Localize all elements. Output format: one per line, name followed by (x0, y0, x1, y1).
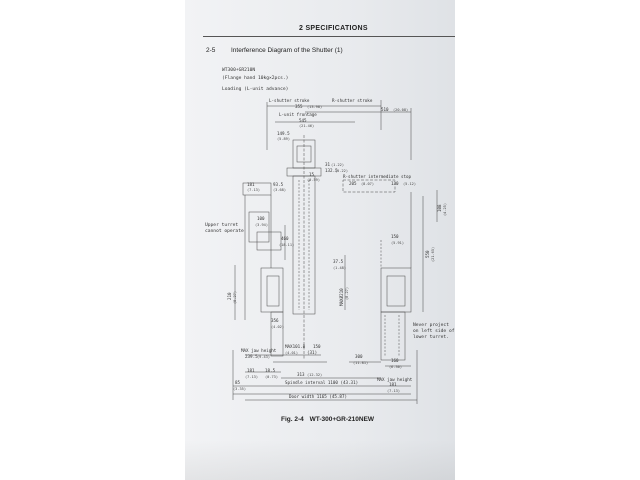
dim-130-in: (5.12) (403, 182, 416, 186)
note-never-3: lower turret. (413, 334, 449, 340)
dim-132-in: (5.22) (335, 169, 348, 173)
dim-93: 93.5 (273, 182, 284, 187)
dim-181c: 181 (389, 382, 397, 387)
dim-460-in: (18.11) (279, 243, 294, 247)
max-jaw-left: MAX jaw height (241, 348, 277, 353)
dim-210-in: (8.27) (233, 291, 237, 304)
dim-37: 37.5 (333, 259, 344, 264)
dim-210: 210 (227, 292, 232, 300)
dim-181b-in: (7.13) (245, 375, 258, 379)
max-jaw-right: MAX jaw height (377, 377, 413, 382)
dim-181: 181 (247, 182, 255, 187)
dim-239: 239.5 (245, 354, 258, 359)
dim-356-in: (4.02) (271, 325, 284, 329)
dim-31-in: (1.22) (331, 163, 344, 167)
model-loading: Loading (L-unit advance) (222, 87, 289, 92)
dim-205: 205 (349, 181, 357, 186)
dim-355: 355 (295, 104, 303, 109)
figure-caption: Fig. 2-4 WT-300+GR-210NEW (281, 416, 378, 423)
dim-149: 149.5 (277, 131, 290, 136)
dim-15: 15 (309, 172, 315, 177)
dim-300-in: (11.81) (353, 361, 368, 365)
l-frontage-label: L-unit frontage (279, 112, 317, 117)
manual-page: 2 SPECIFICATIONS 2-5 Interference Diagra… (185, 0, 455, 480)
dim-545: 545 (299, 118, 307, 123)
dim-31: 31 (325, 162, 331, 167)
dim-160: 160 (391, 358, 399, 363)
dim-93-in: (3.68) (273, 188, 286, 192)
dim-356: 356 (271, 318, 279, 323)
dim-130: 130 (391, 181, 399, 186)
note-upper-turret-1: Upper turret (205, 222, 238, 228)
spindle-interval: Spindle interval 1100 (43.31) (285, 380, 358, 385)
door-width: Door width 1165 (45.87) (289, 394, 347, 399)
dim-510: 510 (381, 107, 389, 112)
r-intermediate-label: R-shutter intermediate stop (343, 174, 412, 179)
l-stroke-label: L-shutter stroke (269, 98, 310, 103)
figure-model: WT-300+GR-210NEW (309, 416, 375, 423)
dim-81: (31) (307, 350, 317, 355)
dim-313-in: (12.32) (307, 373, 322, 377)
dim-85: 85 (235, 380, 241, 385)
dim-18-in: (0.73) (265, 375, 278, 379)
figure-number: Fig. 2-4 (281, 416, 304, 423)
dim-181b: 181 (247, 368, 255, 373)
section-number: 2-5 (206, 47, 216, 54)
dim-37-in: (1.48) (333, 266, 346, 270)
dim-181-in: (7.13) (247, 188, 260, 192)
dim-132: 132.5 (325, 168, 338, 173)
page-shadow (185, 440, 455, 480)
dim-149-in: (5.89) (277, 137, 290, 141)
max-210: MAXØ210 (339, 288, 344, 306)
dim-100: 100 (257, 216, 265, 221)
chapter-header: 2 SPECIFICATIONS (299, 25, 368, 32)
dim-550-in: (21.65) (431, 247, 435, 262)
dim-15-in: (0.59) (307, 178, 320, 182)
max-210-in: (8.27) (345, 287, 349, 300)
model-flange: (Flange hand 10kg×2pcs.) (222, 76, 289, 81)
note-never-1: Never project (413, 322, 449, 328)
header-rule (203, 36, 455, 37)
dim-239-in: (9.43) (257, 355, 270, 359)
dim-100-in: (3.94) (255, 223, 268, 227)
model-name: WT300+GR210N (222, 68, 256, 73)
r-stroke-label: R-shutter stroke (332, 98, 373, 103)
dim-510-in: (20.08) (393, 108, 408, 112)
dim-181c-in: (7.13) (387, 389, 400, 393)
dim-300: 300 (355, 354, 363, 359)
max-101-in: (4.01) (285, 351, 298, 355)
dim-460: 460 (281, 236, 289, 241)
note-never-2: on left side of (413, 328, 455, 334)
dim-85-in: (3.35) (233, 387, 246, 391)
dim-108: 108 (437, 204, 442, 212)
dim-18: 18.5 (265, 368, 276, 373)
dim-150: 150 (391, 234, 399, 239)
max-101: MAX101.8 (285, 344, 306, 349)
note-upper-turret-2: cannot operate (205, 228, 244, 234)
section-title: Interference Diagram of the Shutter (1) (231, 47, 343, 54)
dim-355-in: (13.98) (307, 105, 322, 109)
dim-545-in: (21.46) (299, 124, 314, 128)
interference-diagram: L-shutter stroke R-shutter stroke 355 (1… (205, 98, 455, 404)
dim-205-in: (8.07) (361, 182, 374, 186)
dim-150b: 150 (313, 344, 321, 349)
dim-313: 313 (297, 372, 305, 377)
dim-550: 550 (425, 250, 430, 258)
dim-160-in: (6.30) (389, 365, 402, 369)
dim-150-in: (5.91) (391, 241, 404, 245)
dim-108-in: (4.25) (443, 203, 447, 216)
